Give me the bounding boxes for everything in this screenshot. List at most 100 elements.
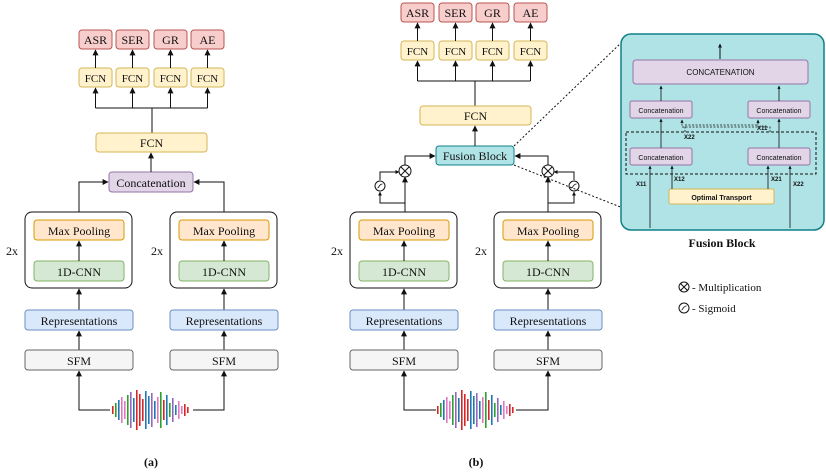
waveform-bar — [178, 401, 180, 419]
fusion-detail: CONCATENATION Concatenation Concatenatio… — [620, 33, 825, 250]
waveform-bar — [506, 406, 508, 414]
head-asr-label: ASR — [84, 33, 107, 47]
waveform-bar — [139, 394, 141, 426]
waveform-bar — [124, 401, 126, 419]
waveform-bar — [172, 398, 174, 422]
sigmoid-icon — [568, 180, 580, 192]
waveform-bar — [479, 401, 481, 419]
sfm-label: SFM — [67, 354, 91, 368]
max-pooling-label: Max Pooling — [517, 224, 579, 238]
legend-multiplication: - Multiplication — [692, 282, 762, 294]
panel-b-branch-right: 2x Max Pooling 1D-CNN Representations SF… — [475, 211, 603, 371]
waveform-bar — [163, 400, 165, 420]
fusion-block-label: Fusion Block — [443, 149, 507, 163]
big-fcn-label: FCN — [464, 109, 488, 123]
audio-waveform-icon — [437, 390, 514, 430]
sfm-label: SFM — [536, 354, 560, 368]
panel-b-head-arrows — [414, 22, 534, 106]
cnn-label: 1D-CNN — [382, 265, 426, 279]
waveform-bar — [184, 404, 186, 416]
panel-a-concat-arrows — [78, 179, 225, 212]
waveform-bar — [461, 390, 463, 430]
panel-a-waveform-arrows — [76, 370, 227, 411]
waveform-bar — [497, 398, 499, 422]
optimal-transport-label: Optimal Transport — [691, 195, 752, 202]
waveform-bar — [449, 401, 451, 419]
cnn-label: 1D-CNN — [202, 265, 246, 279]
waveform-bar — [112, 406, 114, 414]
waveform-bar — [503, 401, 505, 419]
x12-label: X12 — [674, 177, 685, 183]
fcn-label: FCN — [197, 73, 218, 85]
panel-b: ASR SER GR AE FCN FCN FCN FCN — [331, 2, 603, 469]
waveform-bar — [118, 400, 120, 420]
fcn-label: FCN — [445, 46, 466, 58]
waveform-bar — [473, 396, 475, 424]
concat-mid-right-label: Concatenation — [756, 108, 801, 115]
multiply-icon — [678, 281, 690, 293]
head-asr-label: ASR — [406, 6, 429, 20]
legend: - Multiplication - Sigmoid — [678, 281, 762, 315]
representations-label: Representations — [366, 314, 443, 328]
big-fcn-label: FCN — [140, 136, 164, 150]
head-gr-label: GR — [162, 33, 179, 47]
waveform-bar — [160, 392, 162, 428]
waveform-bar — [130, 392, 132, 428]
repeat-label: 2x — [475, 244, 487, 258]
waveform-bar — [133, 398, 135, 422]
waveform-bar — [491, 395, 493, 425]
waveform-bar — [512, 407, 514, 413]
waveform-bar — [485, 392, 487, 428]
multiply-icon — [398, 164, 412, 178]
representations-label: Representations — [510, 314, 587, 328]
panel-b-waveform-arrows — [401, 370, 551, 411]
sfm-label: SFM — [212, 354, 236, 368]
waveform-bar — [455, 392, 457, 428]
waveform-bar — [437, 406, 439, 414]
x11-cross-label: X11 — [757, 126, 768, 132]
concat-mid-left-label: Concatenation — [638, 108, 683, 115]
waveform-bar — [121, 397, 123, 423]
concat-low-right-label: Concatenation — [756, 155, 801, 162]
concat-top-label: CONCATENATION — [686, 68, 754, 77]
concat-label: Concatenation — [116, 176, 185, 190]
head-ser-label: SER — [121, 33, 143, 47]
panel-a: ASR SER GR AE FCN FCN FCN FCN — [6, 29, 279, 469]
sfm-label: SFM — [392, 354, 416, 368]
waveform-bar — [452, 395, 454, 425]
max-pooling-label: Max Pooling — [48, 224, 110, 238]
waveform-bar — [142, 399, 144, 421]
waveform-bar — [500, 405, 502, 415]
head-ae-label: AE — [200, 33, 216, 47]
legend-sigmoid: - Sigmoid — [692, 303, 736, 315]
representations-label: Representations — [41, 314, 118, 328]
panel-a-branch-left: 2x Max Pooling 1D-CNN Representations SF… — [6, 211, 134, 371]
sigmoid-icon — [678, 302, 690, 314]
cnn-label: 1D-CNN — [57, 265, 101, 279]
waveform-bar — [440, 403, 442, 417]
waveform-bar — [488, 400, 490, 420]
panel-a-small-fcns: FCN FCN FCN FCN — [78, 67, 225, 88]
fusion-block-title: Fusion Block — [688, 236, 755, 250]
waveform-bar — [464, 394, 466, 426]
panel-b-heads: ASR SER GR AE — [400, 2, 548, 23]
waveform-bar — [154, 401, 156, 419]
caption-a: (a) — [144, 455, 158, 469]
waveform-bar — [443, 400, 445, 420]
multiply-icon — [541, 164, 555, 178]
max-pooling-label: Max Pooling — [193, 224, 255, 238]
waveform-bar — [157, 397, 159, 423]
repeat-label: 2x — [6, 244, 18, 258]
x22-cross-label: X22 — [684, 135, 695, 141]
waveform-bar — [470, 391, 472, 429]
fcn-label: FCN — [85, 73, 106, 85]
caption-b: (b) — [469, 455, 484, 469]
waveform-bar — [494, 403, 496, 417]
waveform-bar — [169, 403, 171, 417]
waveform-bar — [476, 393, 478, 427]
panel-a-head-arrows — [92, 49, 211, 133]
fcn-label: FCN — [407, 46, 428, 58]
fcn-label: FCN — [122, 73, 143, 85]
max-pooling-label: Max Pooling — [373, 224, 435, 238]
